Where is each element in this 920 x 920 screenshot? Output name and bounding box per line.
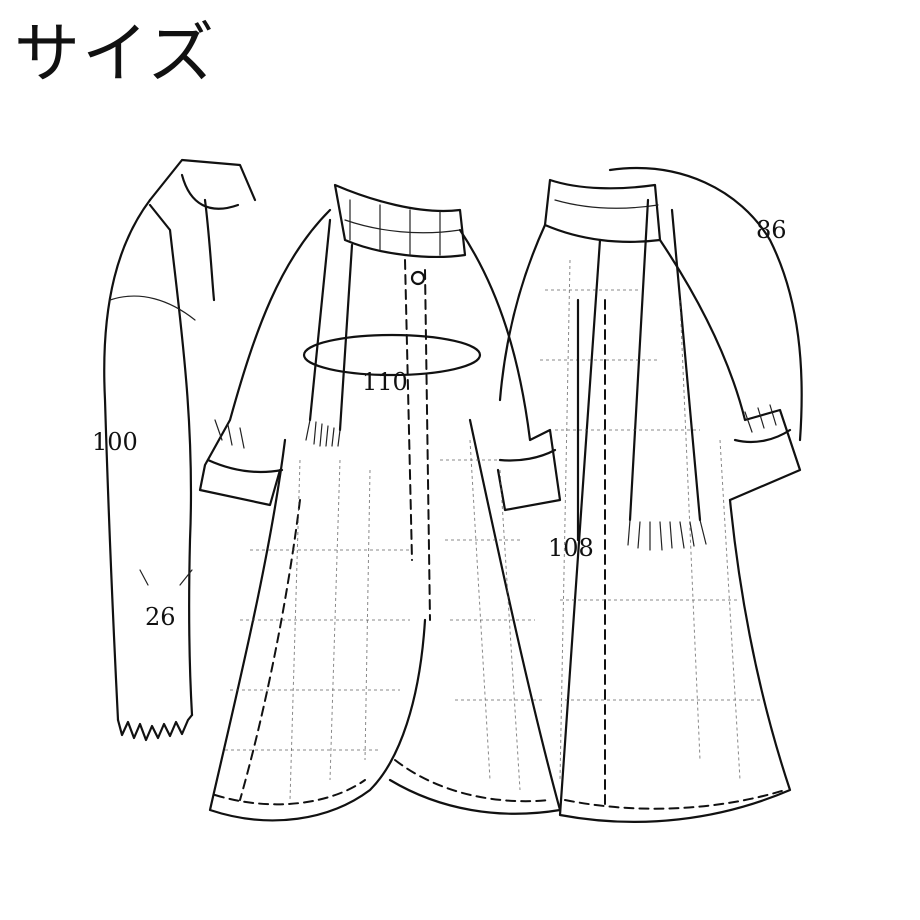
back-coat-illustration bbox=[498, 166, 803, 823]
front-coat-illustration bbox=[198, 183, 562, 822]
length-label: 108 bbox=[548, 534, 594, 562]
bust-measure-ellipse bbox=[302, 333, 482, 377]
scarf-length-label: 100 bbox=[92, 428, 138, 456]
scarf-width-label: 26 bbox=[145, 603, 176, 631]
sleeve-label: 86 bbox=[756, 216, 787, 244]
scarf-illustration bbox=[103, 158, 257, 742]
bust-label: 110 bbox=[362, 368, 408, 396]
sleeve-measure-arc bbox=[608, 166, 803, 442]
page-title: サイズ bbox=[14, 15, 217, 92]
